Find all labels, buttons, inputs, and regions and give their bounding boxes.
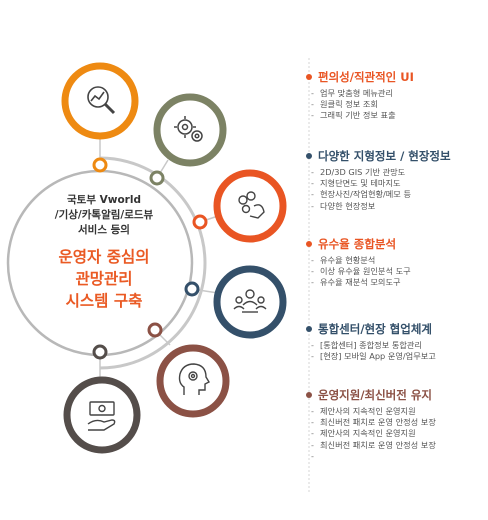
connector-dots [92, 157, 208, 360]
node-search-analysis [61, 62, 139, 140]
gears-icon [174, 116, 203, 142]
section-revenue-title: 유수율 종합분석 [318, 237, 397, 251]
node-team-network [213, 265, 287, 339]
section-terrain: 다양한 지형정보 / 현장정보 2D/3D GIS 기반 관망도 지형단면도 및… [306, 147, 451, 212]
section-terrain-bullet [306, 153, 312, 159]
section-ui-item: 원클릭 정보 조회 [306, 99, 414, 110]
section-support-item: 제안사의 지속적인 운영지원 [306, 406, 436, 417]
connector-dot-4 [184, 281, 200, 297]
section-ui-title: 편의성/직관적인 UI [318, 70, 414, 84]
section-support-item: 최신버전 패치로 운영 안정성 보장 [306, 417, 436, 428]
section-support-title: 운영지원/최신버전 유지 [318, 388, 433, 402]
coin-hand-icon [238, 191, 265, 219]
center-headline-line-3: 시스템 구축 [65, 292, 143, 310]
section-revenue-item: 이상 유수율 원인분석 도구 [306, 266, 411, 277]
hub-outer-arc-lower [99, 262, 207, 370]
team-network-icon [233, 289, 267, 313]
section-support: 운영지원/최신버전 유지 제안사의 지속적인 운영지원 최신버전 패치로 운영 … [306, 386, 436, 462]
section-terrain-item: 다양한 현장정보 [306, 201, 451, 212]
head-gear-icon [178, 363, 210, 395]
connector-dot-6 [92, 344, 108, 360]
section-revenue-bullet [306, 241, 312, 247]
section-collab: 통합센터/현장 협업체계 [통합센터] 종합정보 통합관리 [현장] 모바일 A… [306, 320, 436, 363]
section-support-item: 최신버전 패치로 운영 안정성 보장 [306, 440, 436, 451]
section-terrain-title: 다양한 지형정보 / 현장정보 [318, 149, 451, 163]
section-ui-item: 업무 맞춤형 메뉴관리 [306, 88, 414, 99]
node-coin-hand [213, 169, 287, 243]
connector-dot-5 [147, 322, 163, 338]
section-support-bullet [306, 392, 312, 398]
node-money-hand [63, 376, 141, 454]
section-collab-bullet [306, 326, 312, 332]
search-analysis-icon [87, 86, 116, 115]
center-sub-line-2: /기상/카톡알림/로드뷰 [54, 209, 154, 221]
center-headline-line-2: 관망관리 [75, 270, 133, 288]
section-collab-item: [현장] 모바일 App 운영/업무보고 [306, 351, 436, 362]
section-terrain-item: 지형단면도 및 테마지도 [306, 178, 451, 189]
section-terrain-item: 2D/3D GIS 기반 관망도 [306, 167, 451, 178]
connector-dot-3 [192, 214, 208, 230]
center-headline-line-1: 운영자 중심의 [58, 248, 150, 266]
section-revenue-item: 유수율 현황분석 [306, 255, 411, 266]
hub-outer-arc-upper [99, 156, 207, 264]
center-headline: 운영자 중심의 관망관리 시스템 구축 [24, 246, 184, 312]
section-collab-item: [통합센터] 종합정보 통합관리 [306, 340, 436, 351]
center-label: 국토부 Vworld /기상/카톡알림/로드뷰 서비스 등의 운영자 중심의 관… [24, 193, 184, 312]
section-revenue: 유수율 종합분석 유수율 현황분석 이상 유수율 원인분석 도구 유수율 재분석… [306, 235, 411, 289]
central-hub [6, 156, 207, 370]
money-hand-icon [87, 401, 116, 431]
section-ui: 편의성/직관적인 UI 업무 맞춤형 메뉴관리 원클릭 정보 조회 그래픽 기반… [306, 68, 414, 122]
node-gears [153, 93, 227, 167]
center-sub-line-1: 국토부 Vworld [67, 194, 141, 206]
section-ui-bullet [306, 74, 312, 80]
center-sub-line-3: 서비스 등의 [78, 224, 130, 236]
section-ui-item: 그래픽 기반 정보 표출 [306, 110, 414, 121]
section-collab-title: 통합센터/현장 협업체계 [318, 322, 433, 336]
node-head-gear [156, 344, 230, 418]
section-support-item: 제안사의 지속적인 운영지원 [306, 428, 436, 439]
section-revenue-item: 유수율 재분석 모의도구 [306, 277, 411, 288]
connector-dot-1 [92, 157, 108, 173]
section-terrain-item: 현장사진/작업현황/메모 등 [306, 189, 451, 200]
connector-dot-2 [149, 170, 165, 186]
